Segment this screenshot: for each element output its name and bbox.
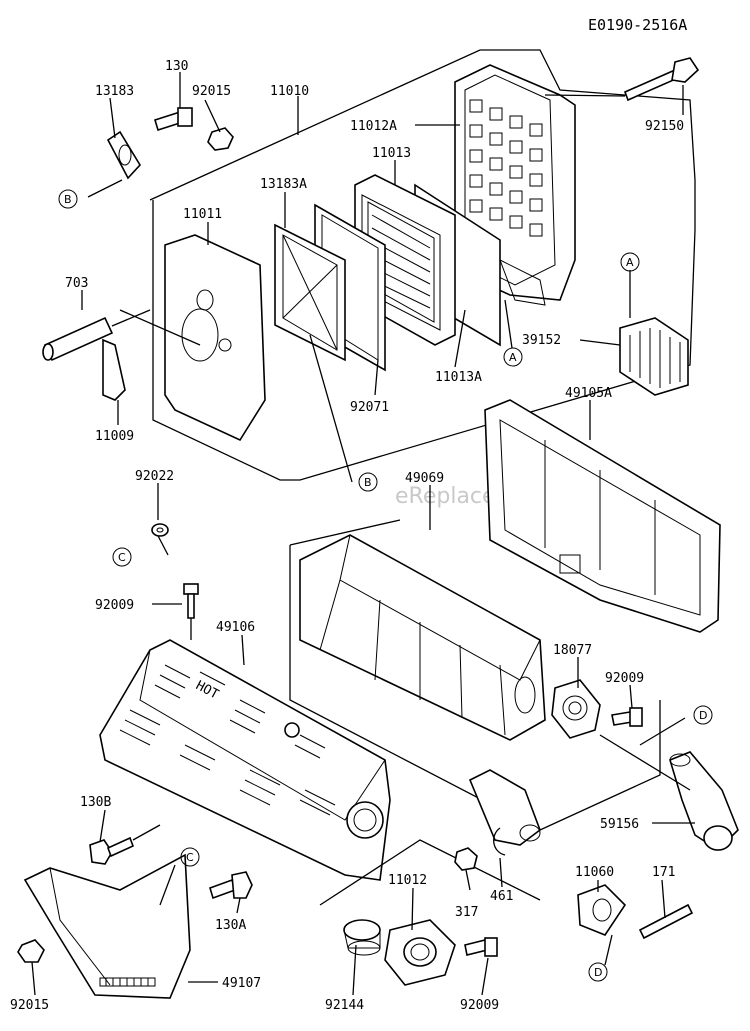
label-49106: 49106 [216,620,255,635]
label-92015-top: 92015 [192,84,231,99]
label-11060: 11060 [575,865,614,880]
svg-text:C: C [118,551,126,564]
marker-d-bottom: D [588,962,608,982]
marker-c-bottom: C [180,847,200,867]
marker-b-mid: B [358,472,378,492]
bolt-92009-bottom [464,937,498,957]
bolt-130 [154,107,193,132]
stud-171 [638,903,694,940]
label-39152: 39152 [522,333,561,348]
leader-11012-group [319,839,541,906]
label-92009-bottom: 92009 [460,998,499,1013]
label-92009-right: 92009 [605,671,644,686]
label-49069: 49069 [405,471,444,486]
svg-text:B: B [364,476,372,489]
tail-pipe-59156 [599,734,739,852]
label-92071: 92071 [350,400,389,415]
svg-text:B: B [64,193,72,206]
clip-461 [493,827,506,856]
marker-b-top: B [58,189,78,209]
bolt-92009-top [183,583,199,640]
label-13183: 13183 [95,84,134,99]
part-labels: 130 13183 92015 11010 11012A 11013 92150… [10,59,684,1013]
label-49107: 49107 [222,976,261,991]
label-92144: 92144 [325,998,364,1013]
clamp-92144 [343,919,381,956]
lower-guard-49107 [23,853,191,999]
reference-markers: B A A B C D C D [58,189,713,982]
svg-text:A: A [509,351,517,364]
svg-text:A: A [626,256,634,269]
muffler-49069 [299,534,546,846]
label-130B: 130B [80,795,111,810]
bolt-92009-right [611,707,643,727]
label-11012A: 11012A [350,119,397,134]
air-cleaner-group-outline [149,49,696,481]
svg-text:D: D [699,709,707,722]
precleaner-39152 [619,270,689,396]
diagram-code: E0190-2516A [588,16,687,34]
label-11012: 11012 [388,873,427,888]
label-703: 703 [65,276,88,291]
muffler-cover-49106: HOT [99,639,391,881]
label-59156: 59156 [600,817,639,832]
label-49105A: 49105A [565,386,612,401]
nut-92015-top [204,99,234,151]
spark-arrester-18077 [551,679,601,739]
flange-11012 [384,919,456,986]
nut-92015-bottom [17,939,45,963]
label-130A: 130A [215,918,246,933]
label-317: 317 [455,905,478,920]
gasket-11009 [102,338,126,401]
marker-a-top: A [620,252,640,272]
label-11010: 11010 [270,84,309,99]
muffler-outline-top [289,519,401,546]
label-18077: 18077 [553,643,592,658]
label-92150: 92150 [645,119,684,134]
label-92015-bottom: 92015 [10,998,49,1013]
bolt-92150 [544,57,700,102]
label-11013A: 11013A [435,370,482,385]
leader-lines [31,72,695,996]
marker-a-mid: A [503,347,523,367]
label-92022: 92022 [135,469,174,484]
marker-c-left: C [112,547,132,567]
heat-shield-49105A [484,399,721,633]
bracket-13183 [106,130,141,180]
svg-text:C: C [186,851,194,864]
pipe-703 [42,309,201,362]
label-92009-top: 92009 [95,598,134,613]
label-11011: 11011 [183,207,222,222]
gasket-13183A [274,223,346,362]
label-11013: 11013 [372,146,411,161]
air-cleaner-base [164,234,266,442]
nut-317 [454,847,478,871]
label-11009: 11009 [95,429,134,444]
marker-d-right: D [693,705,713,725]
gasket-11060 [577,884,627,936]
label-461: 461 [490,889,513,904]
label-130: 130 [165,59,188,74]
washer-92022 [151,523,169,537]
label-171: 171 [652,865,675,880]
label-13183A: 13183A [260,177,307,192]
svg-text:D: D [594,966,602,979]
bolt-130A [209,871,253,900]
bolt-130B [89,824,161,865]
